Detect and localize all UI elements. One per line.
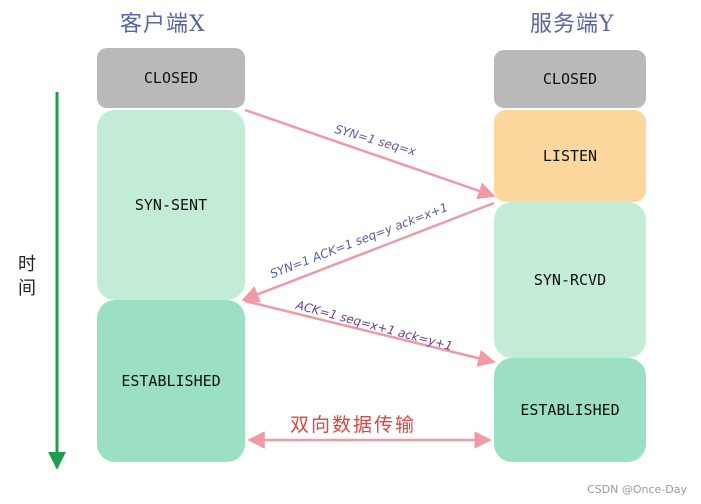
server-state-established: ESTABLISHED [494, 358, 646, 462]
time-label-2: 间 [18, 278, 36, 299]
server-listen-label: LISTEN [542, 147, 598, 165]
client-state-established: ESTABLISHED [97, 300, 245, 462]
server-syn-rcvd-label: SYN-RCVD [533, 271, 607, 289]
server-state-listen: LISTEN [494, 110, 646, 202]
server-state-syn-rcvd: SYN-RCVD [494, 202, 646, 358]
client-state-syn-sent: SYN-SENT [97, 110, 245, 300]
server-established-label: ESTABLISHED [520, 401, 620, 419]
data-transfer-label: 双向数据传输 [290, 414, 417, 436]
client-closed-label: CLOSED [143, 69, 199, 87]
ack-arrow [244, 299, 496, 367]
server-title: 服务端Y [530, 12, 615, 37]
syn-ack-arrow [241, 201, 495, 303]
client-state-closed: CLOSED [97, 48, 245, 108]
watermark: CSDN @Once-Day [587, 483, 687, 496]
syn-arrow [244, 108, 496, 200]
client-established-label: ESTABLISHED [121, 372, 221, 390]
client-title: 客户端X [120, 12, 206, 37]
client-syn-sent-label: SYN-SENT [134, 196, 208, 214]
server-state-closed: CLOSED [494, 50, 646, 108]
server-closed-label: CLOSED [542, 70, 598, 88]
time-label-1: 时 [18, 254, 36, 275]
